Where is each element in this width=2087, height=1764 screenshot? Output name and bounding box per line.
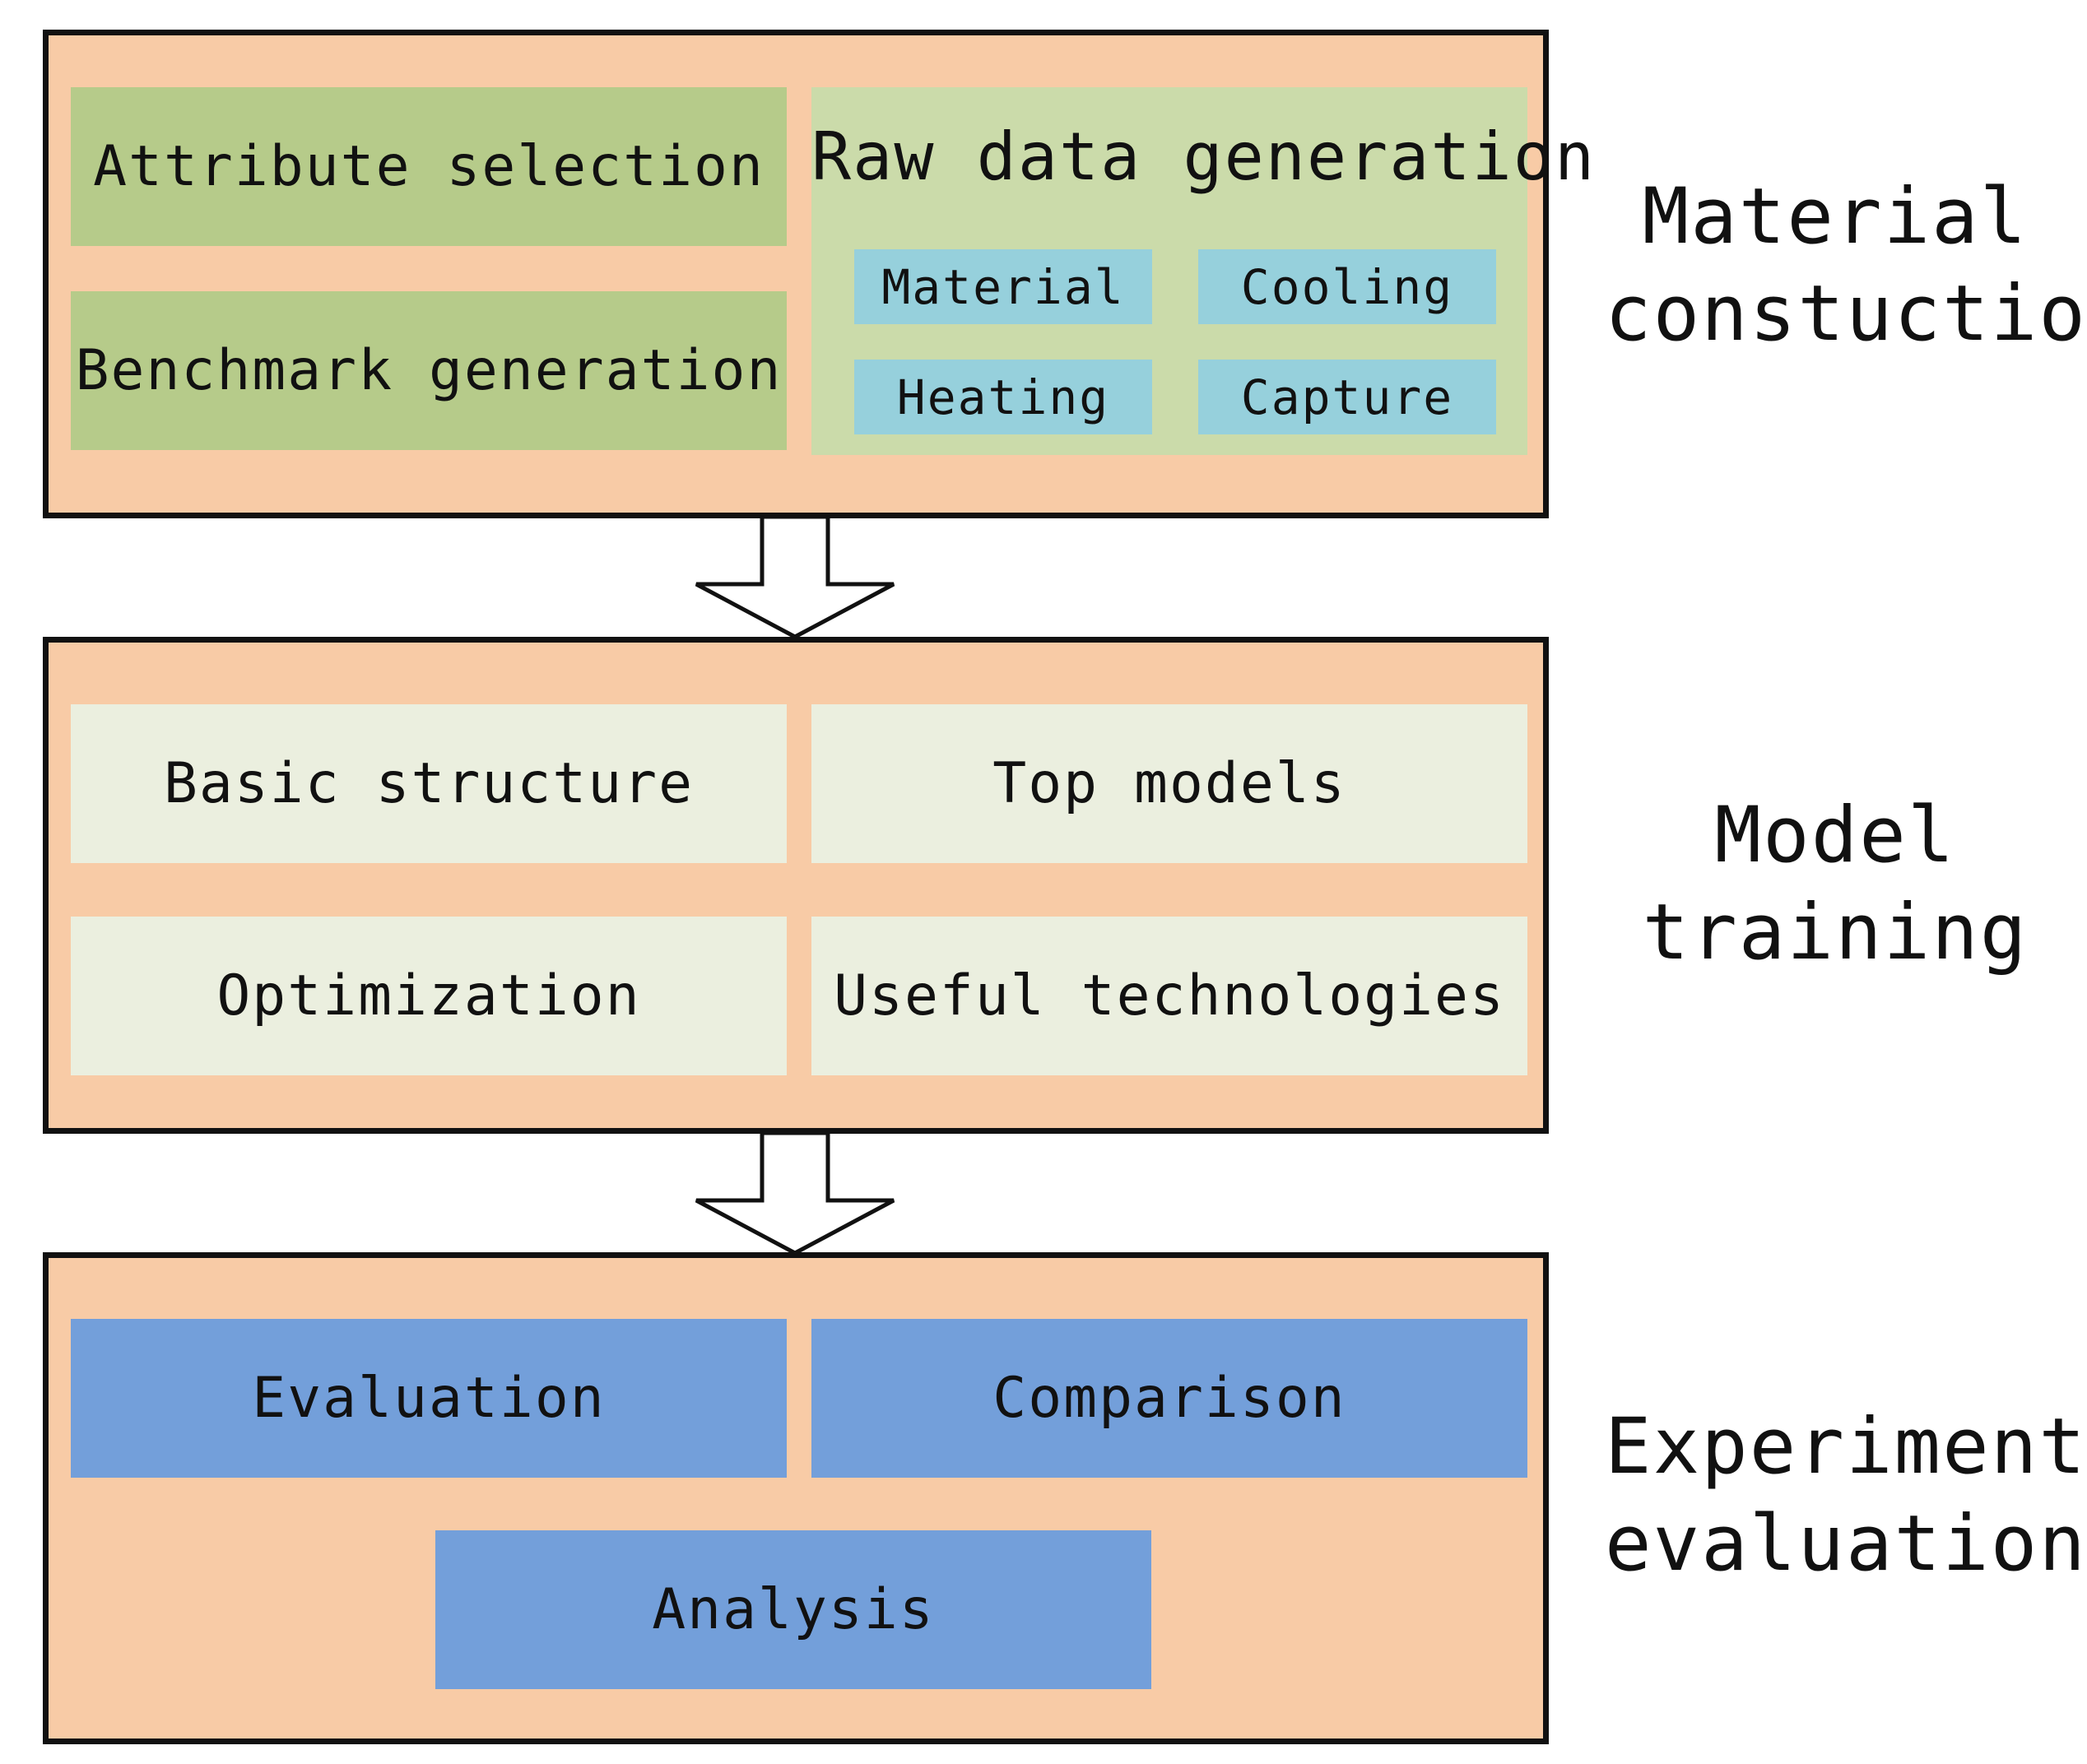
stage-label-line-1: Experiment (1605, 1402, 2087, 1492)
down-arrow-icon (695, 514, 895, 639)
stage-experiment-evaluation: Evaluation Comparison Analysis (43, 1252, 1549, 1744)
cooling-box: Cooling (1198, 249, 1496, 324)
stage-label-line-2: constuction (1605, 269, 2087, 359)
stage-label-material-construction: Material constuction (1605, 169, 2087, 363)
heating-box: Heating (854, 360, 1152, 434)
stage-label-line-2: training (1642, 888, 2029, 977)
stage-label-model-training: Model training (1605, 787, 2066, 982)
material-box: Material (854, 249, 1152, 324)
comparison-label: Comparison (992, 1366, 1346, 1431)
basic-structure-box: Basic structure (71, 704, 787, 863)
useful-technologies-box: Useful technologies (811, 917, 1527, 1075)
analysis-box: Analysis (435, 1530, 1151, 1689)
raw-data-generation-panel: Raw data generation Material Cooling Hea… (811, 87, 1597, 455)
optimization-label: Optimization (216, 963, 641, 1028)
top-models-box: Top models (811, 704, 1527, 863)
optimization-box: Optimization (71, 917, 787, 1075)
stage-label-line-1: Model (1714, 791, 1956, 880)
benchmark-generation-label: Benchmark generation (75, 338, 783, 403)
basic-structure-label: Basic structure (163, 751, 695, 816)
cooling-label: Cooling (1240, 258, 1454, 315)
stage-label-experiment-evaluation: Experiment evaluation (1605, 1399, 2087, 1593)
heating-label: Heating (896, 369, 1110, 425)
stage-material-construction: Attribute selection Benchmark generation… (43, 30, 1597, 518)
benchmark-generation-box: Benchmark generation (71, 291, 787, 450)
evaluation-label: Evaluation (252, 1366, 606, 1431)
stage-label-line-1: Material (1642, 172, 2029, 262)
attribute-selection-box: Attribute selection (71, 87, 787, 246)
stage-model-training: Basic structure Top models Optimization … (43, 637, 1549, 1134)
material-label: Material (881, 258, 1125, 315)
raw-data-generation-title: Raw data generation (811, 118, 1597, 195)
comparison-box: Comparison (811, 1319, 1527, 1478)
attribute-selection-label: Attribute selection (93, 134, 765, 199)
analysis-label: Analysis (652, 1577, 935, 1642)
stage-label-line-2: evaluation (1605, 1499, 2087, 1589)
evaluation-box: Evaluation (71, 1319, 787, 1478)
top-models-label: Top models (992, 751, 1346, 816)
useful-technologies-label: Useful technologies (834, 963, 1505, 1028)
down-arrow-icon (695, 1130, 895, 1256)
capture-label: Capture (1240, 369, 1454, 425)
capture-box: Capture (1198, 360, 1496, 434)
